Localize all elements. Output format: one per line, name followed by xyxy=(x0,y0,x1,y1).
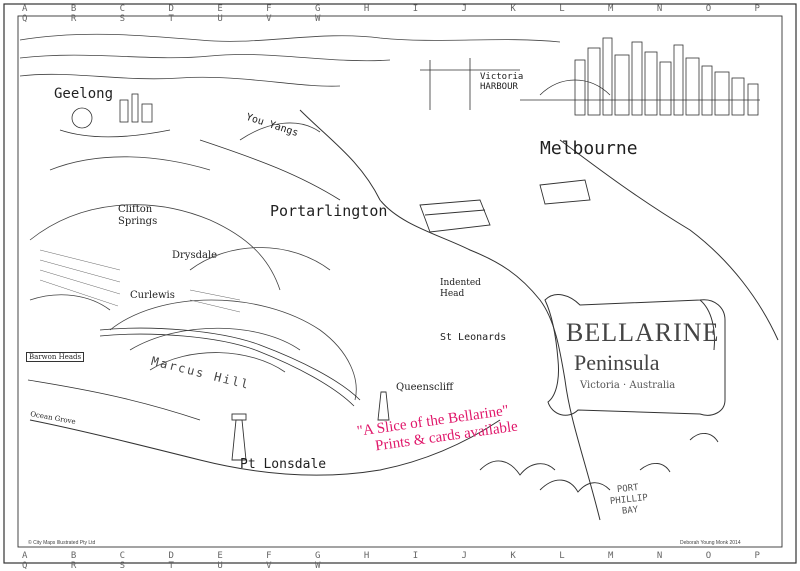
label-port-phillip-bay: PORT PHILLIP BAY xyxy=(609,482,649,517)
lighthouse-queenscliff xyxy=(377,391,390,421)
roads xyxy=(27,139,361,421)
copyright-text: © City Maps Illustrated Pty Ltd xyxy=(28,540,96,546)
label-queenscliff: Queenscliff xyxy=(396,382,454,393)
border-bottom-letters: A B C D E F G H I J K L M N O P Q R S T … xyxy=(22,551,779,571)
artist-signature: Deborah Young Monk 2014 xyxy=(680,540,741,546)
label-victoria-harbour: Victoria HARBOUR xyxy=(480,72,524,92)
bay-coastline xyxy=(29,109,779,521)
geelong-buildings xyxy=(59,93,171,138)
banner-subtitle: Peninsula xyxy=(574,350,660,375)
lighthouse-pt-lonsdale xyxy=(231,413,247,461)
label-drysdale: Drysdale xyxy=(172,250,218,261)
map-frame-inner xyxy=(17,15,783,548)
border-top-letters: A B C D E F G H I J K L M N O P Q R S T … xyxy=(22,4,779,24)
label-barwon-heads: Barwon Heads xyxy=(26,352,85,362)
label-melbourne: Melbourne xyxy=(540,138,638,159)
vineyard-rows xyxy=(39,249,241,313)
label-clifton-springs: Clifton Springs xyxy=(118,204,158,227)
distant-hills xyxy=(19,33,561,87)
map-frame-outer xyxy=(3,3,797,564)
banner-region: Victoria · Australia xyxy=(580,380,676,391)
label-portarlington: Portarlington xyxy=(270,202,388,220)
label-indented-head: Indented Head xyxy=(440,278,481,299)
label-st-leonards: St Leonards xyxy=(440,332,507,343)
label-geelong: Geelong xyxy=(54,86,114,102)
banner-scroll xyxy=(544,294,726,416)
label-pt-lonsdale: Pt Lonsdale xyxy=(240,457,327,472)
seagulls xyxy=(479,433,719,493)
peninsula-hills xyxy=(29,122,357,401)
ferry xyxy=(419,179,591,233)
label-curlewis: Curlewis xyxy=(130,290,175,301)
banner-title: BELLARINE xyxy=(566,318,720,347)
melbourne-skyline xyxy=(420,37,760,116)
